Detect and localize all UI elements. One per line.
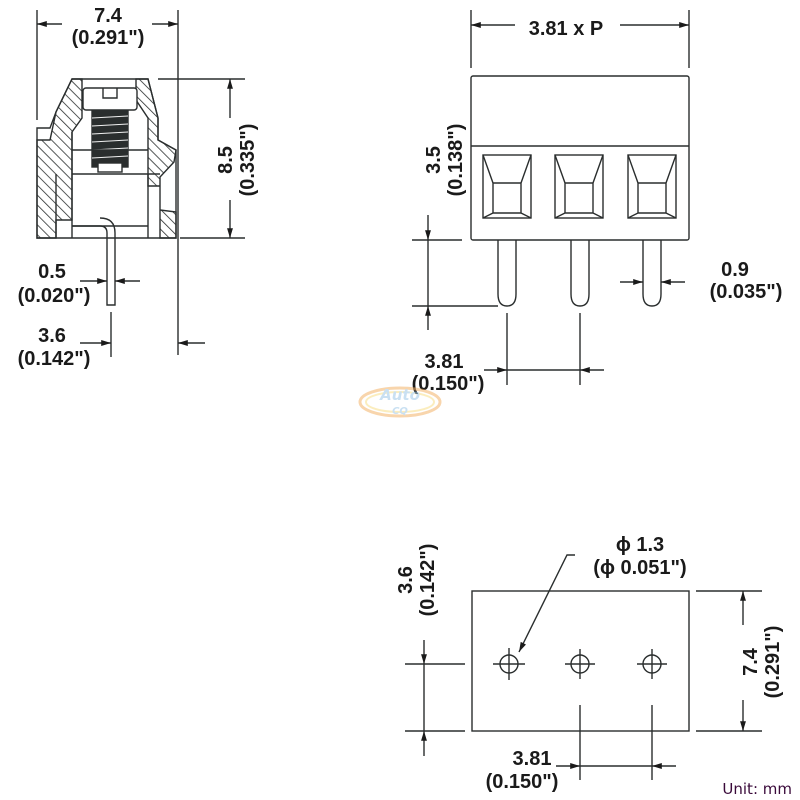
pcb-hole-2 bbox=[565, 649, 595, 679]
watermark-logo: Auto CQ bbox=[358, 386, 442, 418]
pin-thickness-in: (0.020") bbox=[18, 285, 91, 307]
hole-diameter-mm: ϕ 1.3 bbox=[616, 534, 664, 556]
front-pitch-in: (0.150") bbox=[412, 373, 485, 395]
pin-offset-in: (0.142") bbox=[18, 348, 91, 370]
svg-text:CQ: CQ bbox=[392, 406, 408, 417]
socket-2 bbox=[554, 154, 604, 219]
front-width-label: 3.81 x P bbox=[529, 18, 604, 40]
footprint-pitch-mm: 3.81 bbox=[513, 748, 552, 770]
hole-offset-in: (0.142") bbox=[417, 544, 439, 617]
unit-label: Unit: mm bbox=[722, 780, 792, 798]
side-width-in: (0.291") bbox=[72, 27, 145, 49]
socket-1 bbox=[482, 154, 532, 219]
side-height-in: (0.335") bbox=[237, 124, 259, 197]
pin-length-mm: 3.5 bbox=[423, 146, 445, 174]
pin-length-in: (0.138") bbox=[445, 124, 467, 197]
pcb-hole-3 bbox=[637, 649, 667, 679]
svg-text:Auto: Auto bbox=[379, 386, 420, 404]
pin-offset-mm: 3.6 bbox=[38, 325, 66, 347]
hole-offset-mm: 3.6 bbox=[395, 566, 417, 594]
footprint-pitch-in: (0.150") bbox=[486, 771, 559, 793]
pin-thickness-mm: 0.5 bbox=[38, 261, 66, 283]
side-width-mm: 7.4 bbox=[94, 5, 123, 27]
hole-diameter-in: (ϕ 0.051") bbox=[593, 557, 686, 579]
socket-3 bbox=[627, 154, 677, 219]
side-height-mm: 8.5 bbox=[215, 146, 237, 174]
depth-in: (0.291") bbox=[762, 626, 784, 699]
pin-width-in: (0.035") bbox=[710, 281, 783, 303]
side-view bbox=[36, 10, 245, 357]
footprint-view bbox=[405, 554, 762, 780]
pcb-hole-1 bbox=[493, 648, 525, 680]
front-pitch-mm: 3.81 bbox=[425, 351, 464, 373]
pin-width-mm: 0.9 bbox=[721, 259, 749, 281]
depth-mm: 7.4 bbox=[740, 647, 762, 676]
front-view bbox=[412, 10, 690, 385]
